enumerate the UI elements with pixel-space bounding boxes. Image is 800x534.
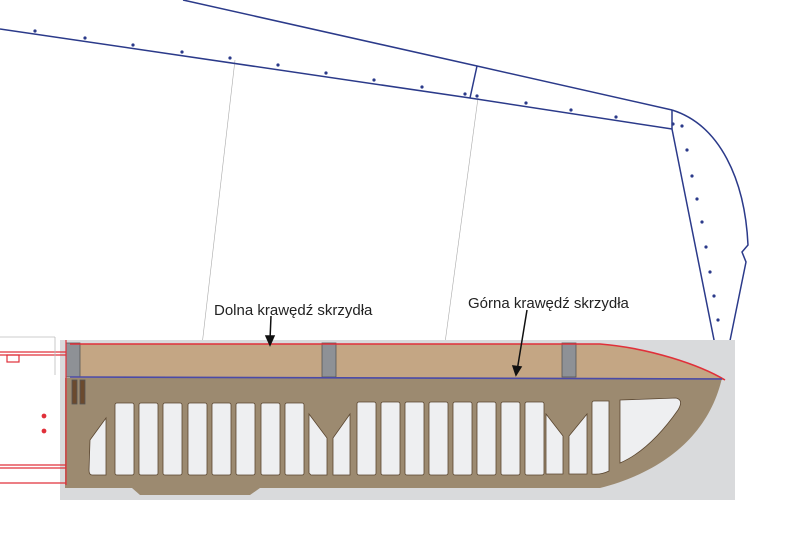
lightening-hole (308, 412, 328, 476)
lightening-hole (138, 402, 159, 476)
rivet-hole (685, 148, 689, 152)
lightening-hole (591, 400, 610, 475)
arrow-upper-edge (511, 309, 528, 377)
spar-clamps (65, 342, 577, 405)
rivet-hole (704, 245, 708, 249)
rivet-hole (33, 29, 37, 33)
rib-lightening-holes (88, 397, 681, 476)
rivet-hole (276, 63, 280, 67)
lightening-hole (211, 402, 232, 476)
construction-line (439, 97, 479, 381)
rivet-hole (671, 122, 675, 126)
wing-outline (0, 0, 749, 381)
rivet-hole (83, 36, 87, 40)
rivet-hole (131, 43, 135, 47)
lightening-hole (428, 401, 449, 476)
lightening-hole (162, 402, 183, 476)
rivet-hole (614, 115, 618, 119)
rivet-hole (475, 94, 479, 98)
upper-edge-label: Górna krawędź skrzydła (468, 295, 629, 312)
rivet-hole (463, 92, 467, 96)
rivet-hole (228, 56, 232, 60)
lightening-hole (380, 401, 401, 476)
rivet-hole (420, 85, 424, 89)
lightening-hole (476, 401, 497, 476)
rivet-holes (33, 29, 723, 346)
lightening-hole (404, 401, 425, 476)
fuselage-drawing (0, 340, 67, 485)
lightening-hole (187, 402, 208, 476)
lightening-hole (568, 412, 588, 475)
lightening-hole (619, 397, 681, 464)
lower-edge-line (70, 343, 726, 381)
lower-edge-label: Dolna krawędź skrzydła (214, 302, 373, 319)
lightening-hole (452, 401, 473, 476)
rivet-hole (324, 71, 328, 75)
lightening-hole (235, 402, 256, 476)
rivet-hole (700, 220, 704, 224)
lightening-hole (356, 401, 377, 476)
spar-plank (70, 344, 725, 380)
upper-edge-line (69, 376, 723, 380)
lightening-hole (332, 412, 351, 476)
rivet-hole (708, 270, 712, 274)
rivet-hole (180, 50, 184, 54)
rivet-hole (716, 318, 720, 322)
rivet-hole (524, 101, 528, 105)
construction-line (197, 59, 236, 381)
lightening-hole (114, 402, 135, 476)
lightening-hole (524, 401, 545, 476)
lightening-hole (88, 416, 107, 476)
rivet-hole (712, 294, 716, 298)
lightening-hole (260, 402, 281, 476)
rivet-hole (372, 78, 376, 82)
lightening-hole (545, 412, 564, 475)
rivet-hole (569, 108, 573, 112)
rivet-hole (680, 124, 684, 128)
arrow-lower-edge (264, 315, 276, 347)
rivet-hole (695, 197, 699, 201)
lightening-hole (500, 401, 521, 476)
rivet-hole (690, 174, 694, 178)
lightening-hole (284, 402, 305, 476)
